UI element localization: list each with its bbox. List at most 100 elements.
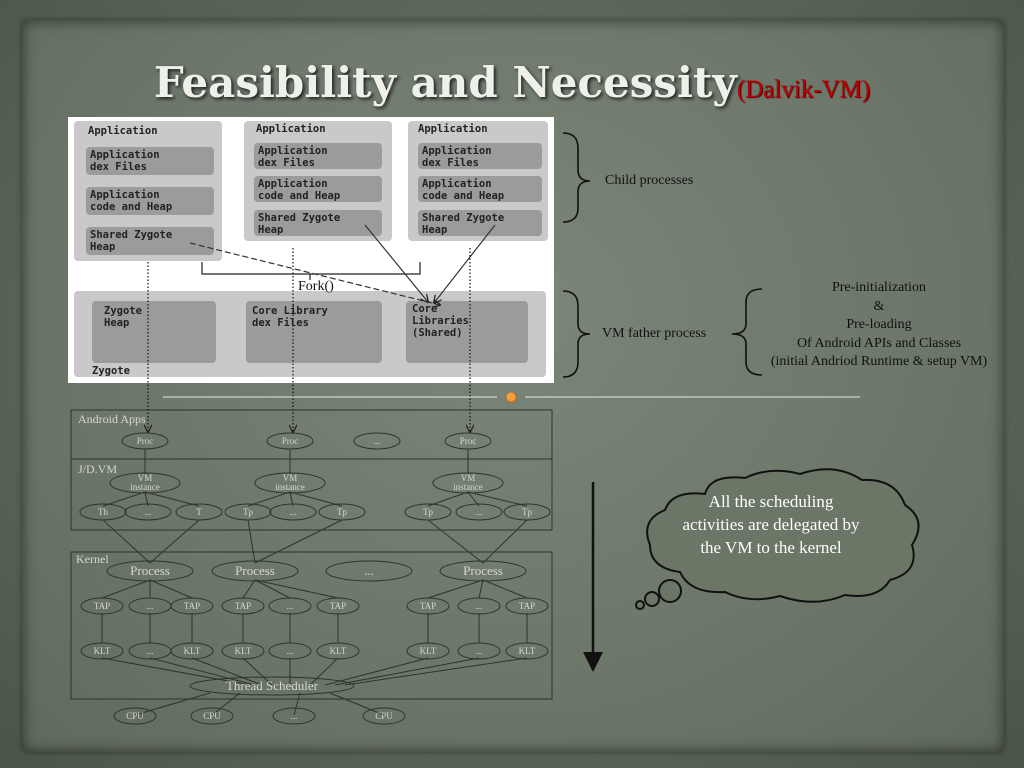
proc-dots-node [353, 432, 401, 450]
vm-instance-label-1: VM instance [130, 473, 160, 492]
cloud-bubble-medium [644, 591, 660, 607]
app1-heap: Shared Zygote Heap [90, 229, 173, 253]
klt-dots-label-2: ... [286, 646, 294, 656]
vm-instance-1 [109, 472, 181, 494]
tap-label-5: TAP [419, 601, 437, 611]
core-shared-box [406, 301, 528, 363]
arrow-app3-core [434, 224, 496, 303]
tp-label-1: Tp [243, 507, 253, 517]
process-node-2 [211, 560, 299, 582]
app3-dex-box [418, 143, 542, 169]
app2-heap-box [254, 210, 382, 236]
cloud-bubble-small [635, 600, 645, 610]
pre-init-brace [731, 288, 763, 376]
app2-code: Application code and Heap [258, 178, 341, 202]
app1-code-box [86, 187, 214, 215]
vm-instance-3 [432, 472, 504, 494]
jdvm-layer [70, 458, 553, 531]
proc-node-1 [121, 432, 169, 450]
proc-label-1: Proc [136, 436, 154, 446]
tp-label-2: Tp [337, 507, 347, 517]
vm-father-label: VM father process [602, 326, 707, 341]
app2-dex: Application dex Files [258, 145, 328, 169]
app2-code-box [254, 176, 382, 202]
app3-dex: Application dex Files [422, 145, 492, 169]
process-node-1 [106, 560, 194, 582]
cloud-bubble-large [658, 579, 682, 603]
vm-father-brace [562, 290, 591, 378]
process-dots-label: ... [364, 563, 374, 578]
thread-node [79, 503, 127, 521]
klt-label-2: KLT [183, 646, 201, 656]
thought-cloud [635, 468, 920, 610]
pre-init-line-3: Pre-loading [846, 317, 912, 332]
process-label-1: Process [130, 563, 170, 578]
app1-header: Application [88, 125, 158, 137]
tap-label-2: TAP [183, 601, 201, 611]
arrow-app2-core [364, 224, 428, 302]
process-node-3 [439, 560, 527, 582]
process-label-3: Process [463, 563, 503, 578]
process-label-2: Process [235, 563, 275, 578]
klt-dots-label-3: ... [475, 646, 483, 656]
cpu-label-2: CPU [203, 711, 221, 721]
tap-label-4: TAP [329, 601, 347, 611]
fork-label: Fork() [298, 279, 334, 294]
proc-label-3: Proc [459, 436, 477, 446]
core-shared: Core Libraries (Shared) [412, 303, 469, 339]
vm-instance-label-3: VM instance [453, 473, 483, 492]
separator-dot [505, 391, 517, 403]
title-sub: (Dalvik-VM) [736, 76, 871, 103]
vm-instance-label-2: VM instance [275, 473, 305, 492]
app2-header: Application [256, 123, 326, 135]
klt-label-6: KLT [518, 646, 536, 656]
core-dex-box [246, 301, 382, 363]
app3-header: Application [418, 123, 488, 135]
zygote-heap: Zygote Heap [104, 305, 142, 329]
child-processes-brace [562, 132, 591, 223]
tap-dots-label-1: ... [146, 601, 154, 611]
app2-heap: Shared Zygote Heap [258, 212, 341, 236]
tp-dots-label-2: ... [475, 507, 483, 517]
tp-label-4: Tp [522, 507, 532, 517]
thread-scheduler-node [189, 676, 355, 696]
pre-init-line-5: (initial Andriod Runtime & setup VM) [770, 354, 988, 369]
tp-dots-label-1: ... [289, 507, 297, 517]
app3-code-box [418, 176, 542, 202]
tap-label-6: TAP [518, 601, 536, 611]
thread-scheduler-label: Thread Scheduler [225, 678, 319, 693]
app1-heap-box [86, 227, 214, 255]
process-dots-node [325, 560, 413, 582]
core-dex: Core Library dex Files [252, 305, 328, 329]
app3-code: Application code and Heap [422, 178, 505, 202]
arrow-app1-core [189, 242, 440, 305]
pre-init-line-4: Of Android APIs and Classes [796, 335, 962, 351]
cpu-dots-label: ... [290, 711, 298, 721]
proc-node-3 [444, 432, 492, 450]
tap-dots-label-2: ... [286, 601, 294, 611]
zygote-diagram: Application Application dex Files Applic… [68, 117, 554, 383]
pre-init-line-2: & [873, 298, 885, 314]
app2-dex-box [254, 143, 382, 169]
klt-label-1: KLT [93, 646, 111, 656]
tap-dots-label-3: ... [475, 601, 483, 611]
th-label: Th [98, 507, 108, 517]
pre-init-text: Pre-initialization & Pre-loading Of Andr… [748, 279, 1010, 372]
cpu-label-3: CPU [375, 711, 393, 721]
app1-dex-box [86, 147, 214, 175]
kernel-layer [70, 551, 553, 700]
cloud-text: All the scheduling activities are delega… [682, 492, 860, 557]
tap-label-3: TAP [234, 601, 252, 611]
t-label: T [196, 507, 202, 517]
app1-dex: Application dex Files [90, 149, 160, 173]
tap-label-1: TAP [93, 601, 111, 611]
klt-label-3: KLT [234, 646, 252, 656]
klt-label-4: KLT [329, 646, 347, 656]
klt-dots-label-1: ... [146, 646, 154, 656]
child-processes-label: Child processes [605, 173, 694, 188]
pre-init-line-1: Pre-initialization [831, 280, 927, 295]
klt-label-5: KLT [419, 646, 437, 656]
